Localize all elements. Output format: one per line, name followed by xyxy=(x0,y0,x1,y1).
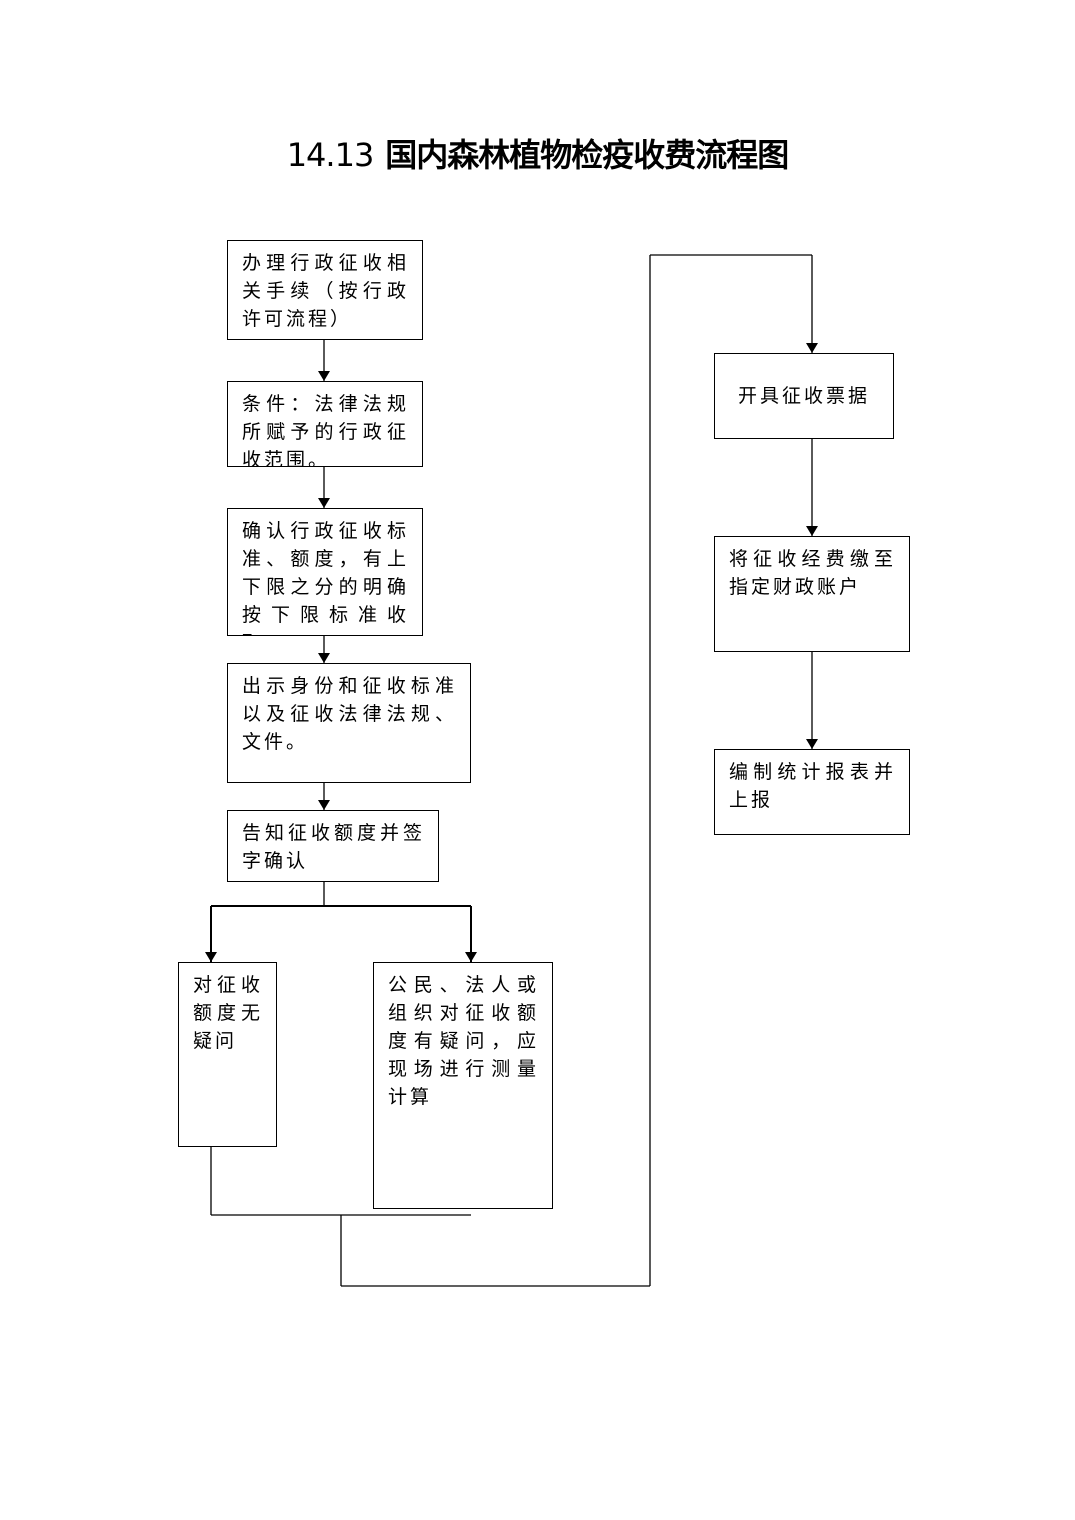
step-box-3: 确认行政征收标准、额度，有上下限之分的明确按下限标准收取。 xyxy=(227,508,423,636)
step-box-issue-receipt: 开具征收票据 xyxy=(714,353,894,439)
step-box-has-question: 公民、法人或组织对征收额度有疑问，应现场进行测量计算 xyxy=(373,962,553,1209)
page-title: 14.13 国内森林植物检疫收费流程图 xyxy=(0,135,1075,175)
title-name: 国内森林植物检疫收费流程图 xyxy=(385,136,789,174)
title-number: 14.13 xyxy=(286,136,375,174)
step-box-report: 编制统计报表并上报 xyxy=(714,749,910,835)
step-box-2: 条件：法律法规所赋予的行政征收范围。 xyxy=(227,381,423,467)
step-box-deposit-funds: 将征收经费缴至指定财政账户 xyxy=(714,536,910,652)
step-box-5: 告知征收额度并签字确认 xyxy=(227,810,439,882)
step-box-1: 办理行政征收相关手续（按行政许可流程） xyxy=(227,240,423,340)
step-box-4: 出示身份和征收标准以及征收法律法规、文件。 xyxy=(227,663,471,783)
step-box-no-question: 对征收额度无疑问 xyxy=(178,962,277,1147)
